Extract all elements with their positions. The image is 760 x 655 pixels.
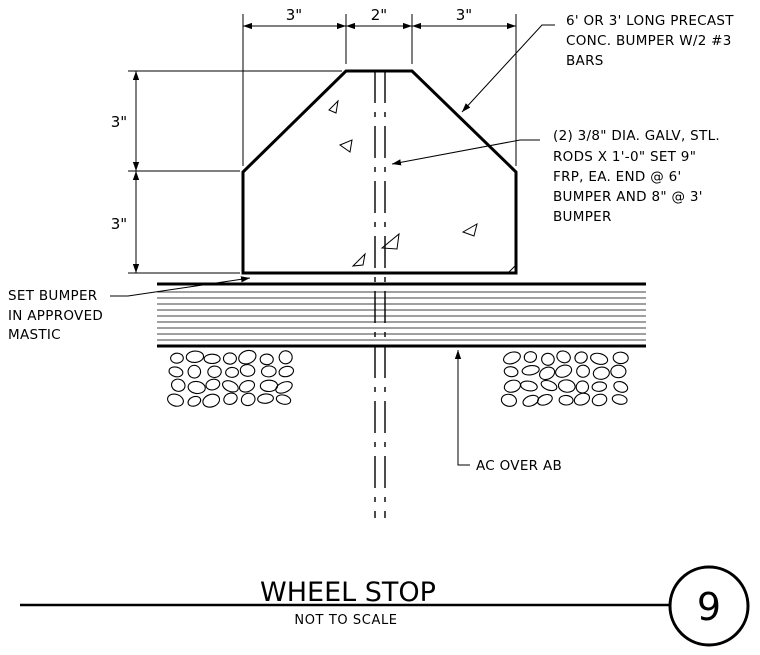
dimension-top-right: 3" [456,6,472,24]
bumper-note-line-2: CONC. BUMPER W/2 #3 [566,33,732,49]
detail-number-bubble [668,565,750,647]
bumper-note-line-3: BARS [566,53,604,69]
dimension-left-lower: 3" [111,215,127,233]
dimension-top-left: 3" [286,6,302,24]
dimension-top-center: 2" [371,6,387,24]
mastic-note-line-2: IN APPROVED [8,308,103,324]
left-dimensions: 3" 3" [111,70,342,274]
aggregate-base-left [167,349,295,408]
rods-note: (2) 3/8" DIA. GALV, STL. RODS X 1'-0" SE… [553,128,720,225]
pavement-note: AC OVER AB [476,458,562,474]
mastic-note-line-1: SET BUMPER [8,288,97,304]
rods-note-line-4: BUMPER AND 8" @ 3' [553,189,703,205]
rods-note-line-1: (2) 3/8" DIA. GALV, STL. [553,128,720,144]
ac-pavement-layer [157,282,646,348]
aggregate-base-right [500,350,629,407]
mastic-note-line-3: MASTIC [8,327,61,343]
rods-note-line-3: FRP, EA. END @ 6' [553,169,682,185]
bumper-note: 6' OR 3' LONG PRECAST CONC. BUMPER W/2 #… [566,13,734,69]
steel-rods [374,71,386,518]
leader-lines [110,24,555,466]
detail-title: WHEEL STOP [260,577,436,608]
rods-note-line-2: RODS X 1'-0" SET 9" [553,149,696,165]
detail-number: 9 [697,585,721,629]
concrete-bumper [241,69,518,275]
bumper-note-line-1: 6' OR 3' LONG PRECAST [566,13,734,29]
mastic-note: SET BUMPER IN APPROVED MASTIC [8,288,103,343]
dimension-left-upper: 3" [111,113,127,131]
detail-scale-note: NOT TO SCALE [294,613,397,628]
title-block: WHEEL STOP NOT TO SCALE 9 [20,565,750,647]
top-dimensions: 3" 2" 3" [242,6,517,166]
rods-note-line-5: BUMPER [553,209,612,225]
